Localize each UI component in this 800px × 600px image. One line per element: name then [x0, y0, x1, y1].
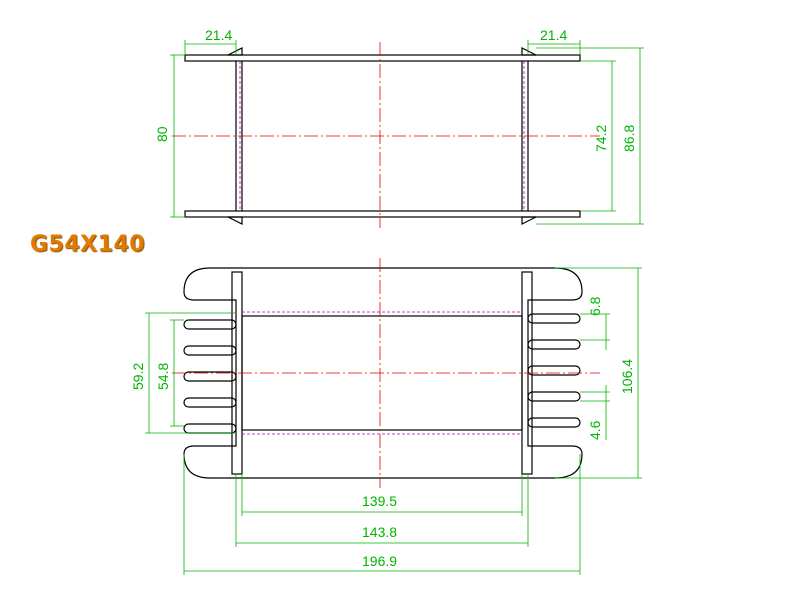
top-flange-lower [184, 210, 581, 218]
dim-overall-length: 196.9 [362, 553, 397, 569]
dim-top-left-flange: 21.4 [205, 27, 232, 43]
dim-outer-pin-span: 59.2 [130, 363, 146, 390]
dim-bottom-total-height: 106.4 [619, 359, 635, 394]
top-flange-upper [184, 54, 581, 62]
dim-winding-length: 139.5 [362, 493, 397, 509]
top-view [184, 47, 581, 225]
dim-top-height: 80 [154, 126, 170, 142]
dim-pin-width: 4.6 [587, 420, 603, 440]
part-number-title: G54X140 [30, 232, 146, 257]
dim-top-right-flange: 21.4 [540, 27, 567, 43]
right-pin-5 [527, 417, 581, 428]
dim-pin-pitch: 6.8 [587, 296, 603, 316]
right-pin-1 [527, 313, 581, 324]
left-pin-2 [183, 345, 237, 356]
left-pin-3 [183, 371, 237, 382]
top-left-ear-upper [227, 47, 243, 56]
top-right-ear-upper [521, 47, 537, 56]
left-pin-5 [183, 423, 237, 434]
bottom-centerlines [172, 258, 600, 488]
dim-top-inner-height: 74.2 [593, 125, 609, 152]
left-pin-4 [183, 397, 237, 408]
dim-bobbin-length: 143.8 [362, 524, 397, 540]
left-pin-1 [183, 319, 237, 330]
top-centerlines [172, 42, 600, 228]
right-pin-2 [527, 339, 581, 350]
bottom-hidden-lines [242, 311, 522, 435]
right-pin-3 [527, 365, 581, 376]
right-pin-4 [527, 391, 581, 402]
dim-inner-pin-span: 54.8 [155, 363, 171, 390]
top-right-ear-lower [521, 216, 537, 225]
top-left-ear-lower [227, 216, 243, 225]
right-pins [527, 313, 581, 428]
top-dimensions [170, 40, 644, 225]
left-pins [183, 319, 237, 434]
bottom-dimensions [145, 267, 642, 575]
dim-top-total-height: 86.8 [621, 125, 637, 152]
